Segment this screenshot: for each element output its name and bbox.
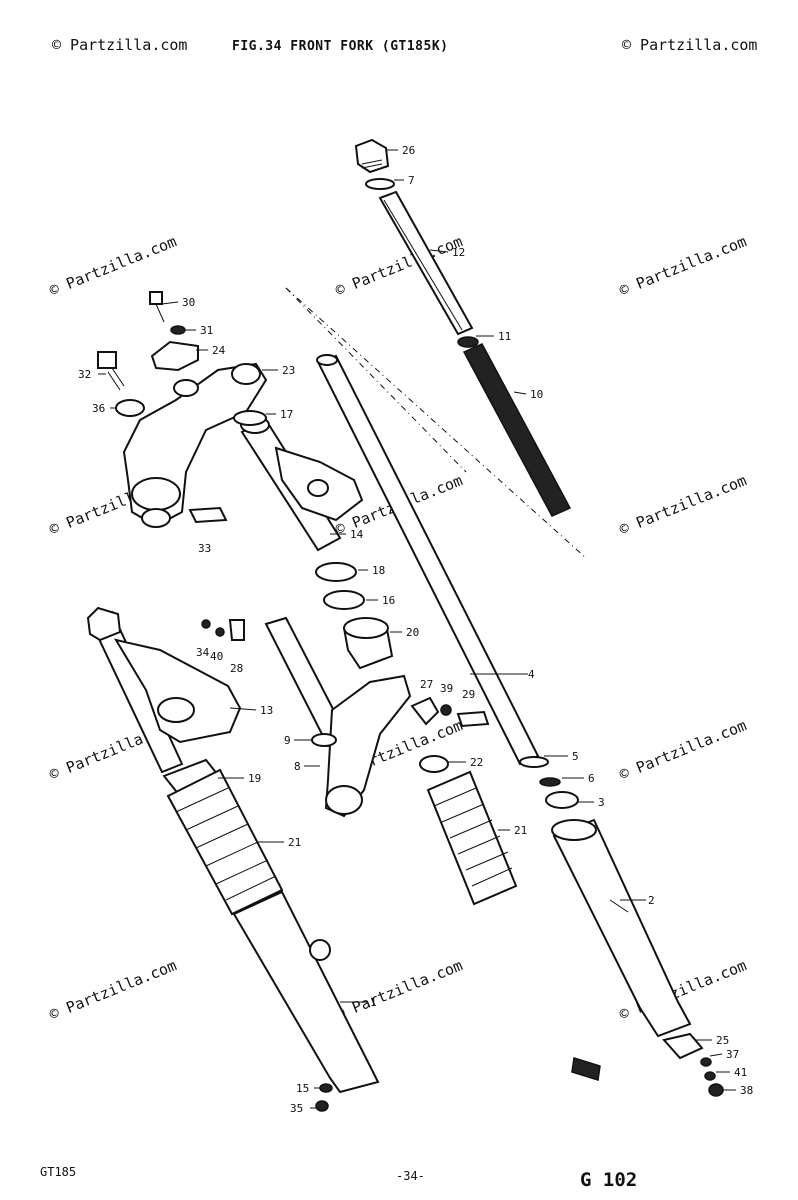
fork-cap-bolt	[354, 138, 390, 174]
right-inner-tube	[316, 354, 540, 766]
lower-bracket	[264, 616, 412, 818]
callout-10: 10	[530, 388, 543, 401]
front-direction-arrow	[571, 1057, 601, 1081]
callout-21-left: 21	[288, 836, 301, 849]
cap-bracket	[150, 340, 199, 372]
o-ring	[365, 178, 395, 190]
headlight-bracket	[113, 638, 242, 744]
callout-39: 39	[440, 682, 453, 695]
callout-3: 3	[598, 796, 605, 809]
callout-28: 28	[230, 662, 243, 675]
callout-9: 9	[284, 734, 291, 747]
washer	[115, 399, 145, 417]
callout-37: 37	[726, 1048, 739, 1061]
callout-23: 23	[282, 364, 295, 377]
boot-ring	[419, 755, 449, 773]
lower-pinch-bolt	[456, 710, 490, 728]
piston-ring	[519, 756, 549, 768]
callout-12: 12	[452, 246, 465, 259]
callout-2: 2	[648, 894, 655, 907]
callout-5: 5	[572, 750, 579, 763]
callout-41: 41	[734, 1066, 747, 1079]
bracket-bolt	[149, 291, 165, 323]
callout-17: 17	[280, 408, 293, 421]
cable-guide	[201, 619, 245, 641]
drain-gasket	[319, 1083, 333, 1093]
dust-ring	[311, 733, 337, 747]
left-inner-tube	[86, 606, 184, 774]
spring-washer	[170, 325, 186, 335]
callout-35: 35	[290, 1102, 303, 1115]
watermark: © Partzilla.com	[617, 471, 749, 538]
watermark: © Partzilla.com	[617, 716, 749, 783]
callout-11: 11	[498, 330, 511, 343]
callout-21-right: 21	[514, 824, 527, 837]
right-outer-tube	[551, 818, 692, 1038]
nut	[708, 1083, 724, 1097]
footer-page-number: -34-	[396, 1169, 425, 1183]
pinch-bolt	[188, 506, 228, 524]
washer	[704, 1071, 716, 1081]
left-outer-tube	[232, 890, 380, 1094]
callout-13: 13	[260, 704, 273, 717]
clamp-washer	[440, 704, 452, 716]
upper-bracket	[122, 362, 268, 528]
footer-page-code: G 102	[580, 1169, 637, 1191]
spacer-tube	[378, 190, 474, 336]
leader-lines	[98, 149, 736, 1109]
clamp-pin	[410, 696, 440, 726]
callout-36: 36	[92, 402, 105, 415]
callout-14: 14	[350, 528, 364, 541]
callout-29: 29	[462, 688, 475, 701]
rubber-boot	[166, 768, 284, 916]
callout-32: 32	[78, 368, 91, 381]
callout-31: 31	[200, 324, 213, 337]
watermark: © Partzilla.com	[617, 232, 749, 299]
bearing-race	[315, 562, 357, 582]
callout-40: 40	[210, 650, 223, 663]
spring-washer	[457, 336, 479, 348]
callout-7: 7	[408, 174, 415, 187]
alignment-lines	[285, 287, 587, 559]
callout-6: 6	[588, 772, 595, 785]
watermark: © Partzilla.com	[52, 36, 187, 54]
oil-seal	[545, 791, 579, 809]
callout-30: 30	[182, 296, 195, 309]
callout-16: 16	[382, 594, 395, 607]
headlight-housing-bracket	[274, 446, 364, 522]
clamp-bolt	[97, 351, 125, 391]
watermark: © Partzilla.com	[622, 36, 757, 54]
callout-38: 38	[740, 1084, 753, 1097]
axle-holder	[662, 1032, 704, 1060]
callout-19: 19	[248, 772, 261, 785]
fork-spring	[462, 343, 572, 517]
callout-33: 33	[198, 542, 211, 555]
snap-ring	[539, 777, 561, 787]
watermark: © Partzilla.com	[333, 956, 465, 1023]
callout-24: 24	[212, 344, 226, 357]
callout-25: 25	[716, 1034, 729, 1047]
callout-34: 34	[196, 646, 210, 659]
callout-22: 22	[470, 756, 483, 769]
spring-washer	[700, 1057, 712, 1067]
callout-26: 26	[402, 144, 415, 157]
steering-nut	[342, 617, 394, 670]
callout-27: 27	[420, 678, 433, 691]
bearing-ring	[323, 590, 365, 610]
watermark: © Partzilla.com	[47, 956, 179, 1023]
callout-1: 1	[370, 996, 377, 1009]
callout-18: 18	[372, 564, 385, 577]
rubber-boot	[426, 770, 518, 906]
callout-20: 20	[406, 626, 419, 639]
drain-screw	[315, 1100, 329, 1112]
callout-15: 15	[296, 1082, 309, 1095]
dust-seal	[233, 410, 267, 426]
figure-title: FIG.34 FRONT FORK (GT185K)	[232, 39, 449, 54]
callout-4: 4	[528, 668, 535, 681]
callout-8: 8	[294, 760, 301, 773]
watermark: © Partzilla.com	[47, 232, 179, 299]
footer-model: GT185	[40, 1165, 76, 1179]
callouts: 1 2 3 4 5 6 7 8 9 10 11 12 13 14 15 16 1…	[78, 144, 753, 1115]
